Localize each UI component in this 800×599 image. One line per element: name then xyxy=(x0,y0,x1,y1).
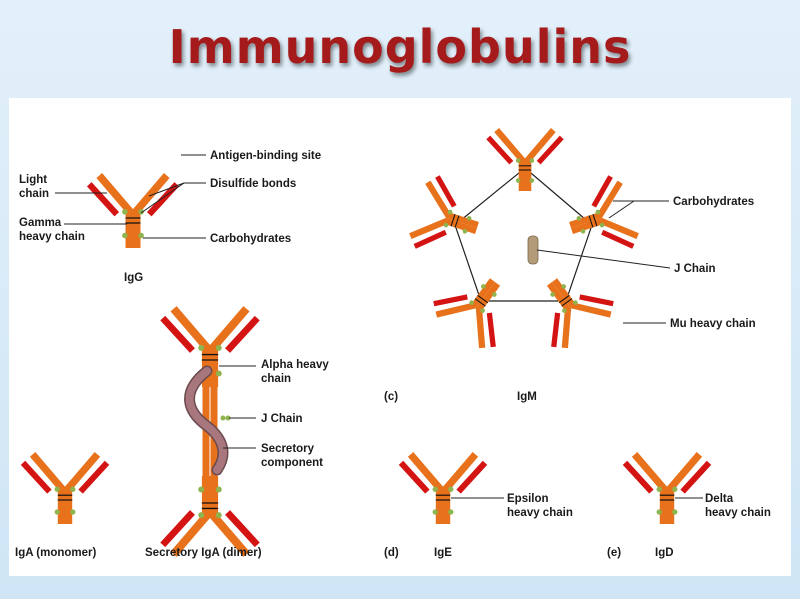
iga-monomer-molecule xyxy=(23,454,107,524)
epsilon-label-line2: heavy chain xyxy=(507,507,573,519)
igm-molecule xyxy=(408,130,641,353)
secretory-iga-caption: Secretory IgA (dimer) xyxy=(145,547,262,559)
secretory-label-line1: Secretory xyxy=(261,443,315,455)
diagram-panel: IgG Antigen-binding site Light chain Dis… xyxy=(9,98,791,576)
slide-title: Immunoglobulins xyxy=(168,20,632,74)
igm-disulfide-ring xyxy=(454,167,593,302)
igd-caption: IgD xyxy=(655,547,674,559)
disulfide-bonds-label: Disulfide bonds xyxy=(210,178,296,190)
ige-caption: IgE xyxy=(434,547,452,559)
igd-panel-letter: (e) xyxy=(607,547,621,559)
gamma-label-line1: Gamma xyxy=(19,217,62,229)
delta-label-line1: Delta xyxy=(705,493,734,505)
antigen-binding-site-label: Antigen-binding site xyxy=(210,150,321,162)
delta-label-line2: heavy chain xyxy=(705,507,771,519)
igm-j-chain-pointer xyxy=(536,249,671,269)
igm-j-chain xyxy=(527,235,539,265)
igm-j-chain-label: J Chain xyxy=(674,263,716,275)
igg-molecule xyxy=(89,176,177,249)
igd-molecule xyxy=(625,454,709,524)
alpha-heavy-label-line1: Alpha heavy xyxy=(261,359,329,371)
igm-panel-letter: (c) xyxy=(384,391,398,403)
light-chain-label-line1: Light xyxy=(19,174,47,186)
iga-monomer-caption: IgA (monomer) xyxy=(15,547,97,559)
secretory-label-line2: component xyxy=(261,457,323,469)
iga-j-chain-label: J Chain xyxy=(261,413,303,425)
gamma-label-line2: heavy chain xyxy=(19,231,85,243)
igg-carbohydrates-label: Carbohydrates xyxy=(210,233,291,245)
igm-carbohydrates-label: Carbohydrates xyxy=(673,196,754,208)
secretory-iga-molecule xyxy=(163,309,258,555)
ige-molecule xyxy=(401,454,485,524)
secretory-component xyxy=(185,367,227,474)
igm-carbo-pointer-2 xyxy=(608,200,635,219)
epsilon-label-line1: Epsilon xyxy=(507,493,549,505)
immunoglobulin-diagram: IgG Antigen-binding site Light chain Dis… xyxy=(15,98,771,559)
alpha-heavy-label-line2: chain xyxy=(261,373,291,385)
igg-caption: IgG xyxy=(124,272,143,284)
ige-panel-letter: (d) xyxy=(384,547,399,559)
mu-heavy-chain-label: Mu heavy chain xyxy=(670,318,756,330)
igm-caption: IgM xyxy=(517,391,537,403)
light-chain-label-line2: chain xyxy=(19,188,49,200)
disulfide-pointer-2 xyxy=(148,182,185,197)
